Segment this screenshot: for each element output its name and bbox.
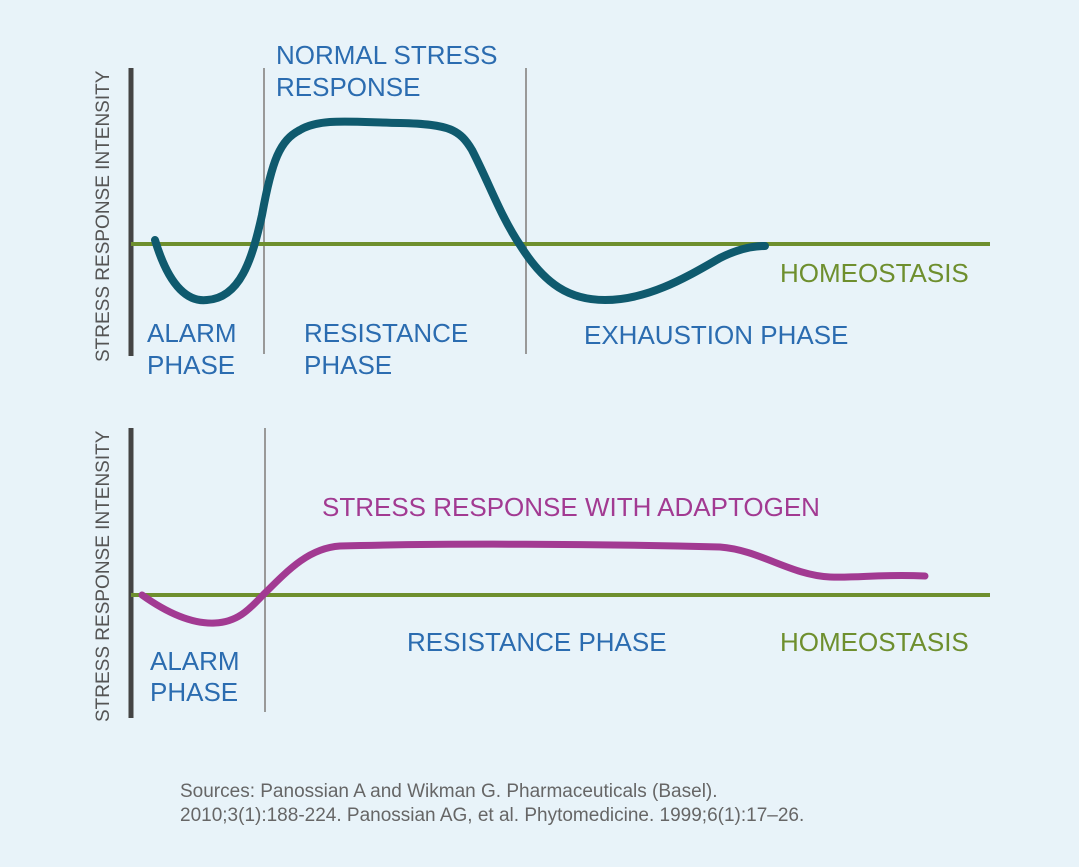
top-exhaustion-label: EXHAUSTION PHASE [584, 320, 848, 350]
bottom-curve-label: STRESS RESPONSE WITH ADAPTOGEN [322, 492, 820, 522]
bottom-y-axis-label: STRESS RESPONSE INTENSITY [93, 430, 114, 722]
top-chart: STRESS RESPONSE INTENSITY NORMAL STRESS … [93, 40, 990, 380]
bottom-chart: STRESS RESPONSE INTENSITY STRESS RESPONS… [93, 428, 990, 722]
top-y-axis-label: STRESS RESPONSE INTENSITY [93, 70, 114, 362]
bottom-alarm-label-1: ALARM [150, 646, 240, 676]
top-curve-label-2: RESPONSE [276, 72, 421, 102]
adaptogen-stress-curve [138, 540, 929, 627]
top-alarm-label-1: ALARM [147, 318, 237, 348]
bottom-homeostasis-label: HOMEOSTASIS [780, 627, 969, 657]
sources-line-1: Sources: Panossian A and Wikman G. Pharm… [180, 781, 718, 802]
normal-stress-curve [151, 117, 769, 305]
sources-line-2: 2010;3(1):188-224. Panossian AG, et al. … [180, 805, 805, 826]
top-curve-label-1: NORMAL STRESS [276, 40, 498, 70]
bottom-resistance-label: RESISTANCE PHASE [407, 627, 667, 657]
top-alarm-label-2: PHASE [147, 350, 235, 380]
top-homeostasis-label: HOMEOSTASIS [780, 258, 969, 288]
sources-citation: Sources: Panossian A and Wikman G. Pharm… [180, 780, 804, 828]
bottom-alarm-label-2: PHASE [150, 677, 238, 707]
top-resistance-label-2: PHASE [304, 350, 392, 380]
top-resistance-label-1: RESISTANCE [304, 318, 468, 348]
